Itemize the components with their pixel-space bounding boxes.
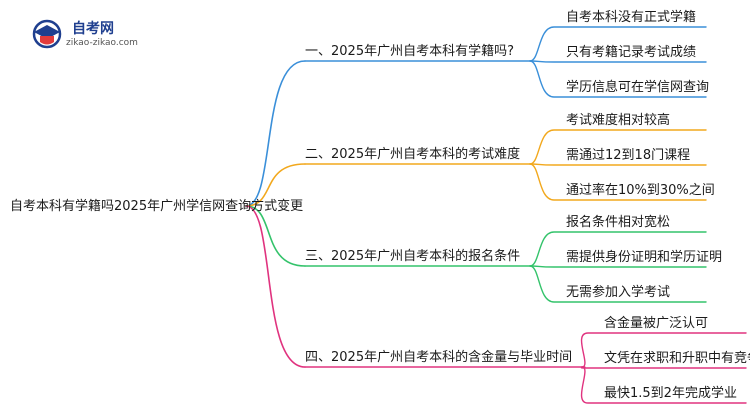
branch-1-label: 一、2025年广州自考本科有学籍吗? <box>305 44 514 59</box>
root-topic: 自考本科有学籍吗2025年广州学信网查询方式变更 <box>10 199 304 214</box>
graduation-cap-icon <box>32 19 62 49</box>
branch-1-child-1-connector <box>529 26 707 62</box>
branch-2-child-2: 需通过12到18门课程 <box>566 148 691 163</box>
branch-3-child-1-connector <box>529 231 707 267</box>
logo-title: 自考网 <box>72 21 114 37</box>
branch-3-child-1: 报名条件相对宽松 <box>566 215 671 230</box>
branch-2-child-2-connector <box>529 163 707 166</box>
branch-4-child-2: 文凭在求职和升职中有竞争力 <box>604 351 750 366</box>
branch-2-child-3-connector <box>529 163 707 201</box>
site-logo: 自考网 zikao-zikao.com <box>30 16 190 56</box>
branch-3-label: 三、2025年广州自考本科的报名条件 <box>305 249 521 264</box>
branch-2-child-3: 通过率在10%到30%之间 <box>566 183 715 198</box>
branch-4-child-3-connector <box>580 366 747 404</box>
branch-3-child-2-connector <box>529 265 707 268</box>
branch-1-child-3: 学历信息可在学信网查询 <box>566 80 710 95</box>
branch-4-child-1: 含金量被广泛认可 <box>604 316 709 331</box>
branch-3-child-3-connector <box>529 265 707 303</box>
branch-1-child-1: 自考本科没有正式学籍 <box>566 10 697 25</box>
branch-4-connector <box>245 205 306 368</box>
branch-3-child-2: 需提供身份证明和学历证明 <box>566 250 723 265</box>
branch-1-child-3-connector <box>529 60 707 98</box>
branch-2-label: 二、2025年广州自考本科的考试难度 <box>305 147 521 162</box>
branch-1-child-2-connector <box>529 60 707 63</box>
branch-2-child-1-connector <box>529 129 707 165</box>
branch-4-child-1-connector <box>580 332 747 368</box>
branch-4-child-3: 最快1.5到2年完成学业 <box>604 386 737 401</box>
branch-4-label: 四、2025年广州自考本科的含金量与毕业时间 <box>305 350 573 365</box>
branch-4-child-2-connector <box>581 366 747 369</box>
branch-2-child-1: 考试难度相对较高 <box>566 113 671 128</box>
branch-3-child-3: 无需参加入学考试 <box>566 285 671 300</box>
logo-url: zikao-zikao.com <box>66 38 138 48</box>
branch-2-connector <box>245 163 306 207</box>
branch-3-connector <box>245 205 306 267</box>
branch-1-child-2: 只有考籍记录考试成绩 <box>566 45 697 60</box>
branch-1-connector <box>245 60 306 207</box>
